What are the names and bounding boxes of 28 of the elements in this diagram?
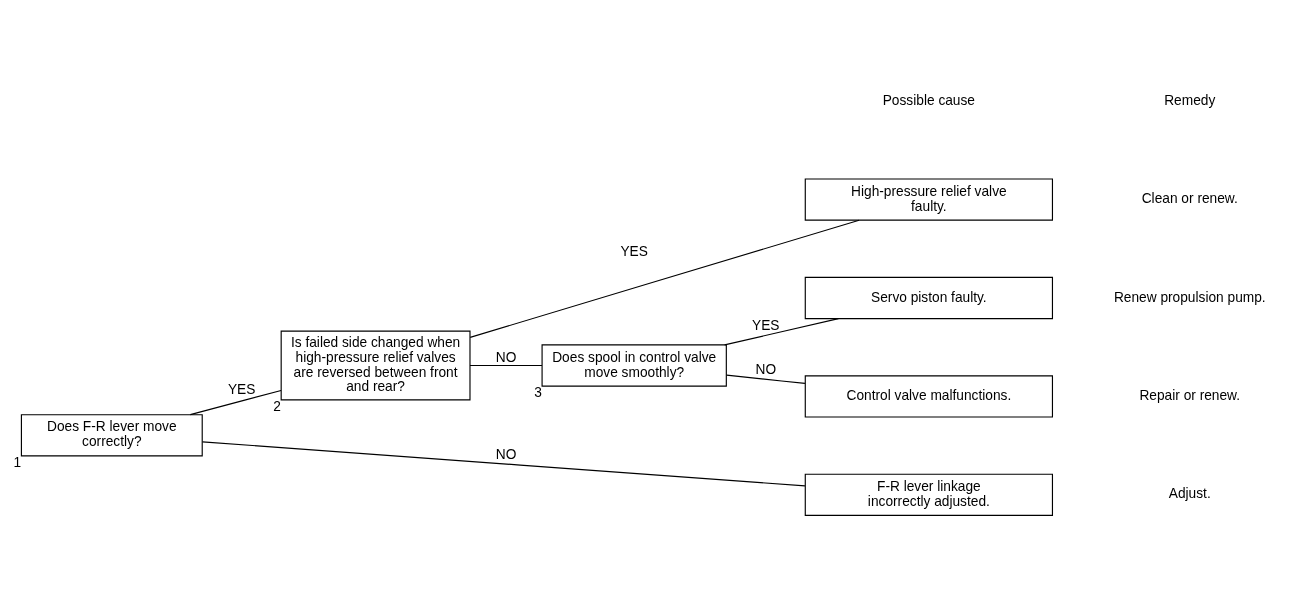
edge-label: NO <box>495 349 517 365</box>
connector <box>469 364 543 367</box>
node-label: 3 <box>534 385 542 401</box>
label: Remedy <box>1164 92 1216 108</box>
node-box: Does F-R lever move correctly? <box>20 414 203 457</box>
node-label: 2 <box>273 398 281 414</box>
label: Clean or renew. <box>1141 191 1238 207</box>
node-box: Does spool in control valve move smoothly? <box>541 344 727 387</box>
label: Adjust. <box>1168 486 1211 502</box>
edge-label: YES <box>227 381 256 397</box>
node-box: Is failed side changed when high-pressure relief valves are reversed between front and rear? <box>280 330 471 401</box>
node-box: F-R lever linkage incorrectly adjusted. <box>804 473 1053 516</box>
edge-label: YES <box>752 317 780 333</box>
label: Repair or renew. <box>1139 387 1241 403</box>
connector <box>724 318 840 346</box>
edge-label: NO <box>755 362 777 378</box>
node-label: 1 <box>13 454 22 470</box>
node-box: High-pressure relief valve faulty. <box>804 178 1053 221</box>
label: Renew propulsion pump. <box>1113 289 1266 305</box>
connector <box>469 219 860 338</box>
connector <box>189 389 282 416</box>
connector <box>201 441 806 487</box>
connector <box>726 374 806 384</box>
node-box: Control valve malfunctions. <box>804 375 1053 418</box>
node-box: Servo piston faulty. <box>804 276 1053 320</box>
edge-label: YES <box>620 244 648 260</box>
label: Possible cause <box>882 92 976 108</box>
edge-label: NO <box>495 446 517 462</box>
